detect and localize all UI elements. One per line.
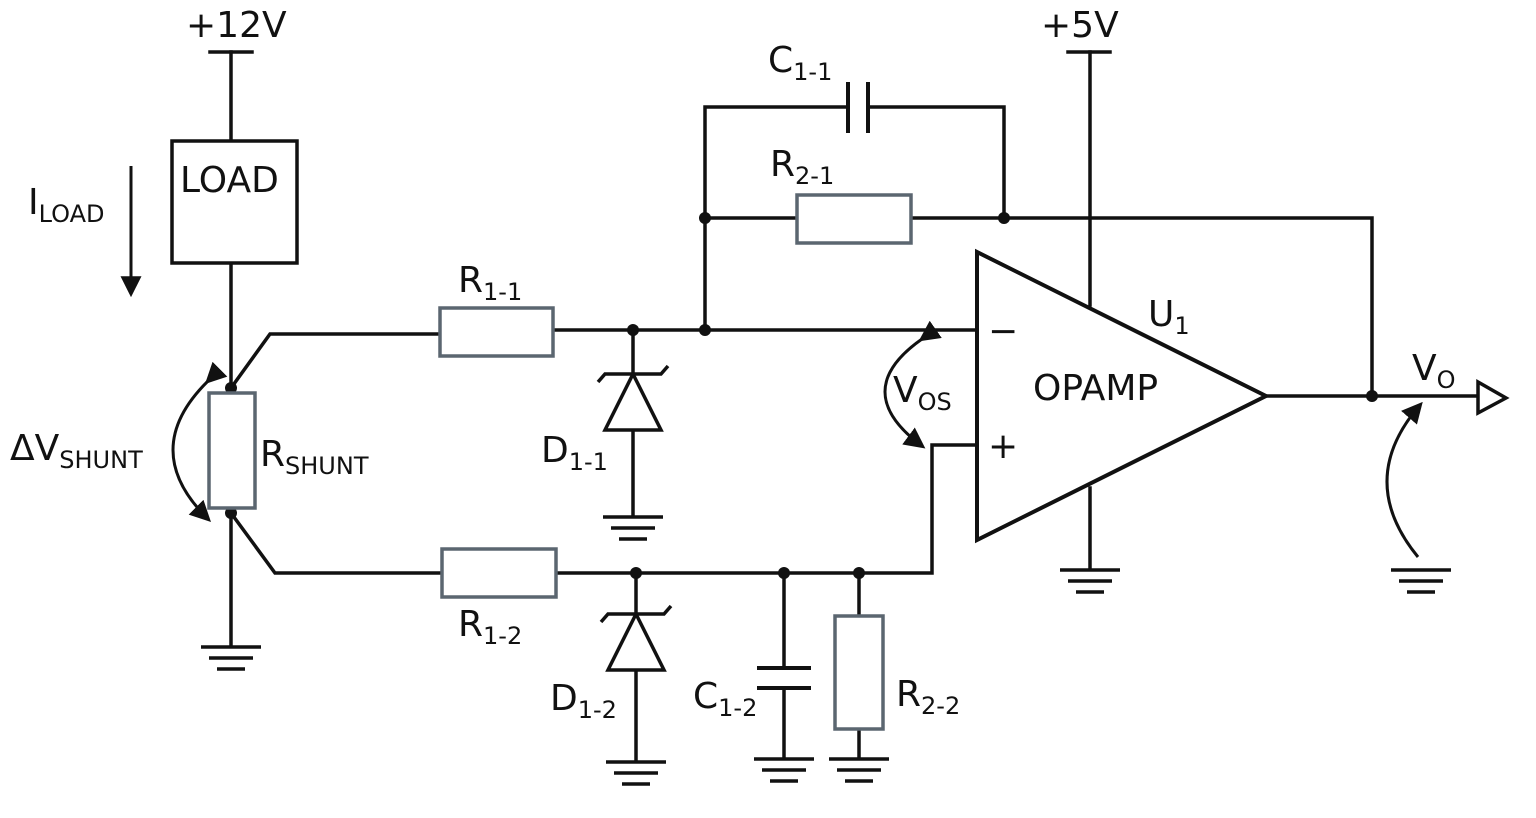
junctions [225, 212, 1378, 579]
shunt-resistor-label: RSHUNT [260, 434, 369, 480]
resistor-r2-1 [795, 193, 913, 245]
opamp-inverting-sign: − [988, 311, 1018, 352]
r2-2-label: R2-2 [896, 674, 960, 720]
opamp-body-label: OPAMP [1033, 368, 1158, 409]
resistor-r1-1 [438, 306, 555, 358]
opamp-ref-label: U1 [1148, 294, 1190, 340]
ground-symbol-r2-2 [829, 757, 889, 783]
rail-label-12v: +12V [186, 5, 287, 46]
d1-2-label: D1-2 [550, 678, 617, 724]
zener-diode-d1-2 [599, 604, 673, 672]
vos-label: VOS [893, 370, 952, 416]
r1-2-label: R1-2 [458, 604, 522, 650]
resistor-r2-2 [833, 614, 885, 731]
opamp-triangle [975, 248, 1271, 544]
ground-symbol-shunt [201, 645, 261, 671]
opamp-noninverting-sign: + [988, 426, 1018, 467]
shunt-resistor [207, 391, 257, 510]
rail-label-5v: +5V [1041, 5, 1119, 46]
r1-1-label: R1-1 [458, 260, 522, 306]
c1-1-label: C1-1 [768, 40, 832, 86]
shunt-voltage-label: ΔVSHUNT [10, 428, 143, 474]
ground-symbol-d1-1 [603, 515, 663, 541]
zener-diode-d1-1 [596, 364, 670, 432]
capacitor-c1-2 [757, 666, 811, 690]
output-terminal-arrow [1476, 378, 1510, 416]
ground-symbol-c1-2 [754, 757, 814, 783]
d1-1-label: D1-1 [541, 430, 608, 476]
load-current-label: ILOAD [28, 182, 105, 228]
output-voltage-arrow [1385, 401, 1423, 558]
c1-2-label: C1-2 [693, 676, 757, 722]
resistor-r1-2 [440, 547, 558, 599]
output-voltage-label: VO [1412, 348, 1456, 394]
wires [208, 50, 1480, 762]
capacitor-c1-1 [846, 82, 870, 133]
ground-symbol-d1-2 [606, 760, 666, 786]
load-box [170, 139, 299, 265]
load-label: LOAD [180, 160, 279, 201]
r2-1-label: R2-1 [770, 144, 834, 190]
vos-arrow [883, 320, 942, 449]
ground-symbol-output [1391, 568, 1451, 594]
shunt-voltage-arrow [171, 361, 228, 522]
ground-symbol-opamp [1060, 568, 1120, 594]
